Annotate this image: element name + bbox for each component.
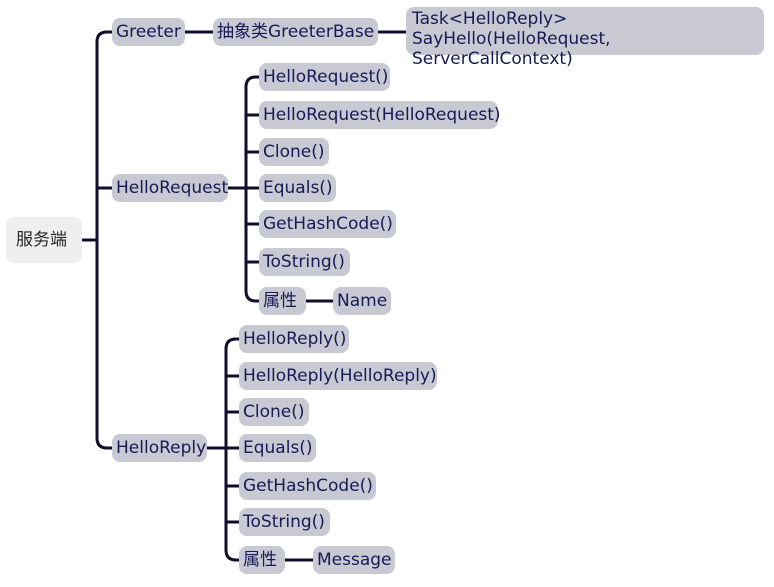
hello-reply-member-label: HelloReply() [243, 329, 347, 349]
hello-reply-member-label: ToString() [243, 512, 325, 532]
greeter-node[interactable]: Greeter [112, 18, 185, 46]
hello-request-member-label: Equals() [263, 178, 333, 198]
hello-request-member-node[interactable]: Clone() [259, 138, 329, 166]
greeter-label: Greeter [116, 22, 181, 42]
hello-reply-member-node[interactable]: GetHashCode() [239, 472, 376, 500]
hello-reply-member-node[interactable]: HelloReply() [239, 325, 349, 353]
hello-request-member-label: HelloRequest() [263, 67, 389, 87]
hello-request-member-label: GetHashCode() [263, 214, 393, 234]
say-hello-line-2: ServerCallContext) [412, 49, 573, 69]
hello-request-member-label: Clone() [263, 142, 325, 162]
root-label: 服务端 [16, 230, 67, 250]
root-node[interactable]: 服务端 [6, 217, 82, 263]
hello-reply-member-node[interactable]: Clone() [239, 398, 309, 426]
hello-reply-member-label: Equals() [243, 438, 313, 458]
hello-request-property-group-label: 属性 [263, 291, 297, 311]
hello-reply-member-node[interactable]: ToString() [239, 508, 330, 536]
hello-reply-member-label: Clone() [243, 402, 305, 422]
greeter-base-label: 抽象类GreeterBase [217, 22, 375, 42]
hello-request-member-node[interactable]: GetHashCode() [259, 210, 396, 238]
hello-reply-member-label: HelloReply(HelloReply) [243, 366, 437, 386]
hello-reply-property-group-label: 属性 [243, 550, 277, 570]
say-hello-line-1: Task<HelloReply> SayHello(HelloRequest, [412, 9, 611, 49]
greeter-base-node[interactable]: 抽象类GreeterBase [213, 18, 378, 46]
hello-reply-member-node[interactable]: HelloReply(HelloReply) [239, 362, 437, 390]
hello-reply-property-message-label: Message [317, 550, 392, 570]
say-hello-method-node[interactable]: Task<HelloReply> SayHello(HelloRequest, … [406, 7, 764, 69]
hello-reply-member-label: GetHashCode() [243, 476, 373, 496]
hello-request-member-node[interactable]: HelloRequest() [259, 63, 390, 91]
hello-request-member-node[interactable]: Equals() [259, 174, 336, 202]
hello-request-member-label: ToString() [263, 252, 345, 272]
hello-reply-label: HelloReply [116, 438, 207, 458]
hello-request-member-label: HelloRequest(HelloRequest) [263, 105, 501, 125]
hello-request-property-name-node[interactable]: Name [333, 287, 391, 315]
hello-reply-property-message-node[interactable]: Message [313, 546, 395, 574]
hello-request-member-node[interactable]: HelloRequest(HelloRequest) [259, 101, 501, 129]
hello-request-node[interactable]: HelloRequest [112, 174, 228, 202]
hello-request-label: HelloRequest [116, 178, 229, 198]
hello-reply-node[interactable]: HelloReply [112, 434, 207, 462]
hello-reply-property-group-node[interactable]: 属性 [239, 546, 285, 574]
hello-request-member-node[interactable]: ToString() [259, 248, 350, 276]
hello-reply-member-node[interactable]: Equals() [239, 434, 316, 462]
hello-request-property-name-label: Name [337, 291, 388, 311]
hello-request-property-group-node[interactable]: 属性 [259, 287, 306, 315]
